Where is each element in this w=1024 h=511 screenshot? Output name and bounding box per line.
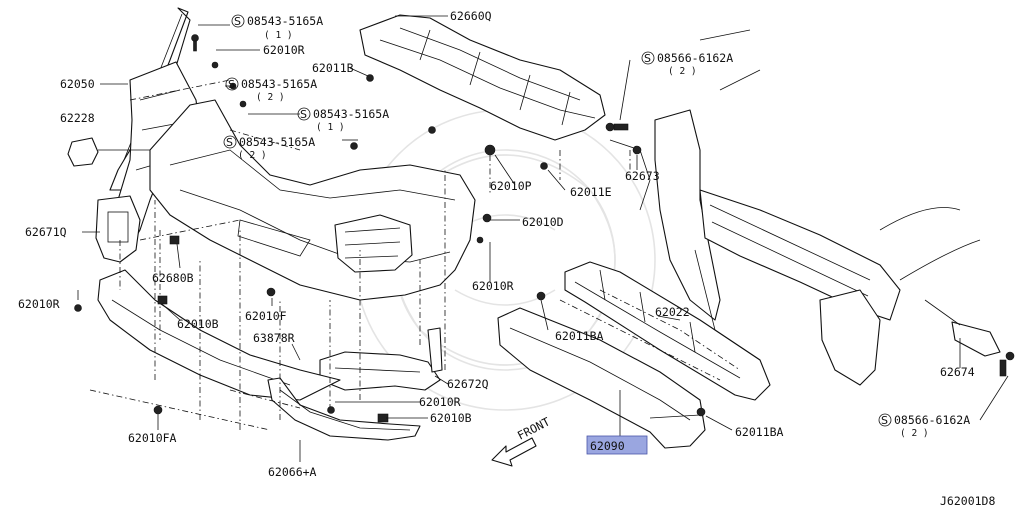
label-62050[interactable]: 62050 [60,77,95,91]
label-62010B-left[interactable]: 62010B [177,317,219,331]
fastener-clips [74,34,1015,423]
bracket-62672Q-drawing [319,327,443,391]
diagram-reference-code: J62001D8 [940,494,995,508]
label-62010P[interactable]: 62010P [490,179,532,193]
upper-cover-62660Q-drawing [359,14,606,141]
front-arrow-label: FRONT [515,414,552,442]
label-62673[interactable]: 62673 [625,169,660,183]
label-62674[interactable]: 62674 [940,365,975,379]
bumper-fascia-drawing [149,99,476,301]
qty-08543-5165A-2b: ( 2 ) [238,150,267,161]
label-62010R-mid[interactable]: 62010R [472,279,514,293]
label-62010R-left[interactable]: 62010R [18,297,60,311]
label-08543-5165A-1a[interactable]: 08543-5165A [247,14,323,28]
highlight-62090-box [586,435,648,455]
radiator-core-support-drawing [609,29,981,386]
assembly-centerlines [89,79,741,431]
label-62010B-bottom[interactable]: 62010B [430,411,472,425]
label-62011BA-top[interactable]: 62011BA [555,329,604,343]
label-62671Q[interactable]: 62671Q [25,225,67,239]
qty-08543-5165A-1b: ( 1 ) [316,122,345,133]
svg-text:S: S [226,136,233,149]
leader-lines [77,15,1009,462]
svg-text:S: S [300,108,307,121]
reinforcement-62022-drawing [564,261,771,401]
svg-text:S: S [644,52,651,65]
side-bracket-62674-drawing [924,299,1001,357]
label-62011BA-bottom[interactable]: 62011BA [735,425,784,439]
qty-08566-6162A-top: ( 2 ) [668,66,697,77]
label-62010R-top[interactable]: 62010R [263,43,305,57]
absorber-62090-drawing [497,307,706,449]
label-62228[interactable]: 62228 [60,111,95,125]
label-62010R-bottom[interactable]: 62010R [419,395,461,409]
label-62090[interactable]: 62090 [590,439,625,453]
label-62011B[interactable]: 62011B [312,61,354,75]
svg-text:S: S [881,414,888,427]
svg-text:S: S [228,78,235,91]
label-63878R[interactable]: 63878R [253,331,295,345]
label-62066A[interactable]: 62066+A [268,465,317,479]
label-62660Q[interactable]: 62660Q [450,9,492,23]
qty-08566-6162A-bottom: ( 2 ) [900,428,929,439]
label-08566-6162A-top[interactable]: 08566-6162A [657,51,733,65]
qty-08543-5165A-2a: ( 2 ) [256,92,285,103]
label-08543-5165A-2a[interactable]: 08543-5165A [241,77,317,91]
label-62010F[interactable]: 62010F [245,309,287,323]
label-62011E[interactable]: 62011E [570,185,612,199]
label-08543-5165A-1b[interactable]: 08543-5165A [313,107,389,121]
label-62672Q[interactable]: 62672Q [447,377,489,391]
front-direction-arrow [491,437,537,467]
label-62010D[interactable]: 62010D [522,215,564,229]
label-62680B[interactable]: 62680B [152,271,194,285]
side-bracket-62671Q-drawing [95,195,141,263]
label-62022[interactable]: 62022 [655,305,690,319]
lower-fascia-drawing [97,269,341,401]
part-labels: 62660Q S 08543-5165A ( 1 ) 62010R 62050 … [18,9,975,479]
spoiler-lip-62066A-drawing [267,377,421,441]
qty-08543-5165A-1a: ( 1 ) [264,30,293,41]
svg-text:S: S [234,15,241,28]
label-08543-5165A-2b[interactable]: 08543-5165A [239,135,315,149]
label-08566-6162A-bottom[interactable]: 08566-6162A [894,413,970,427]
label-62010FA[interactable]: 62010FA [128,431,177,445]
